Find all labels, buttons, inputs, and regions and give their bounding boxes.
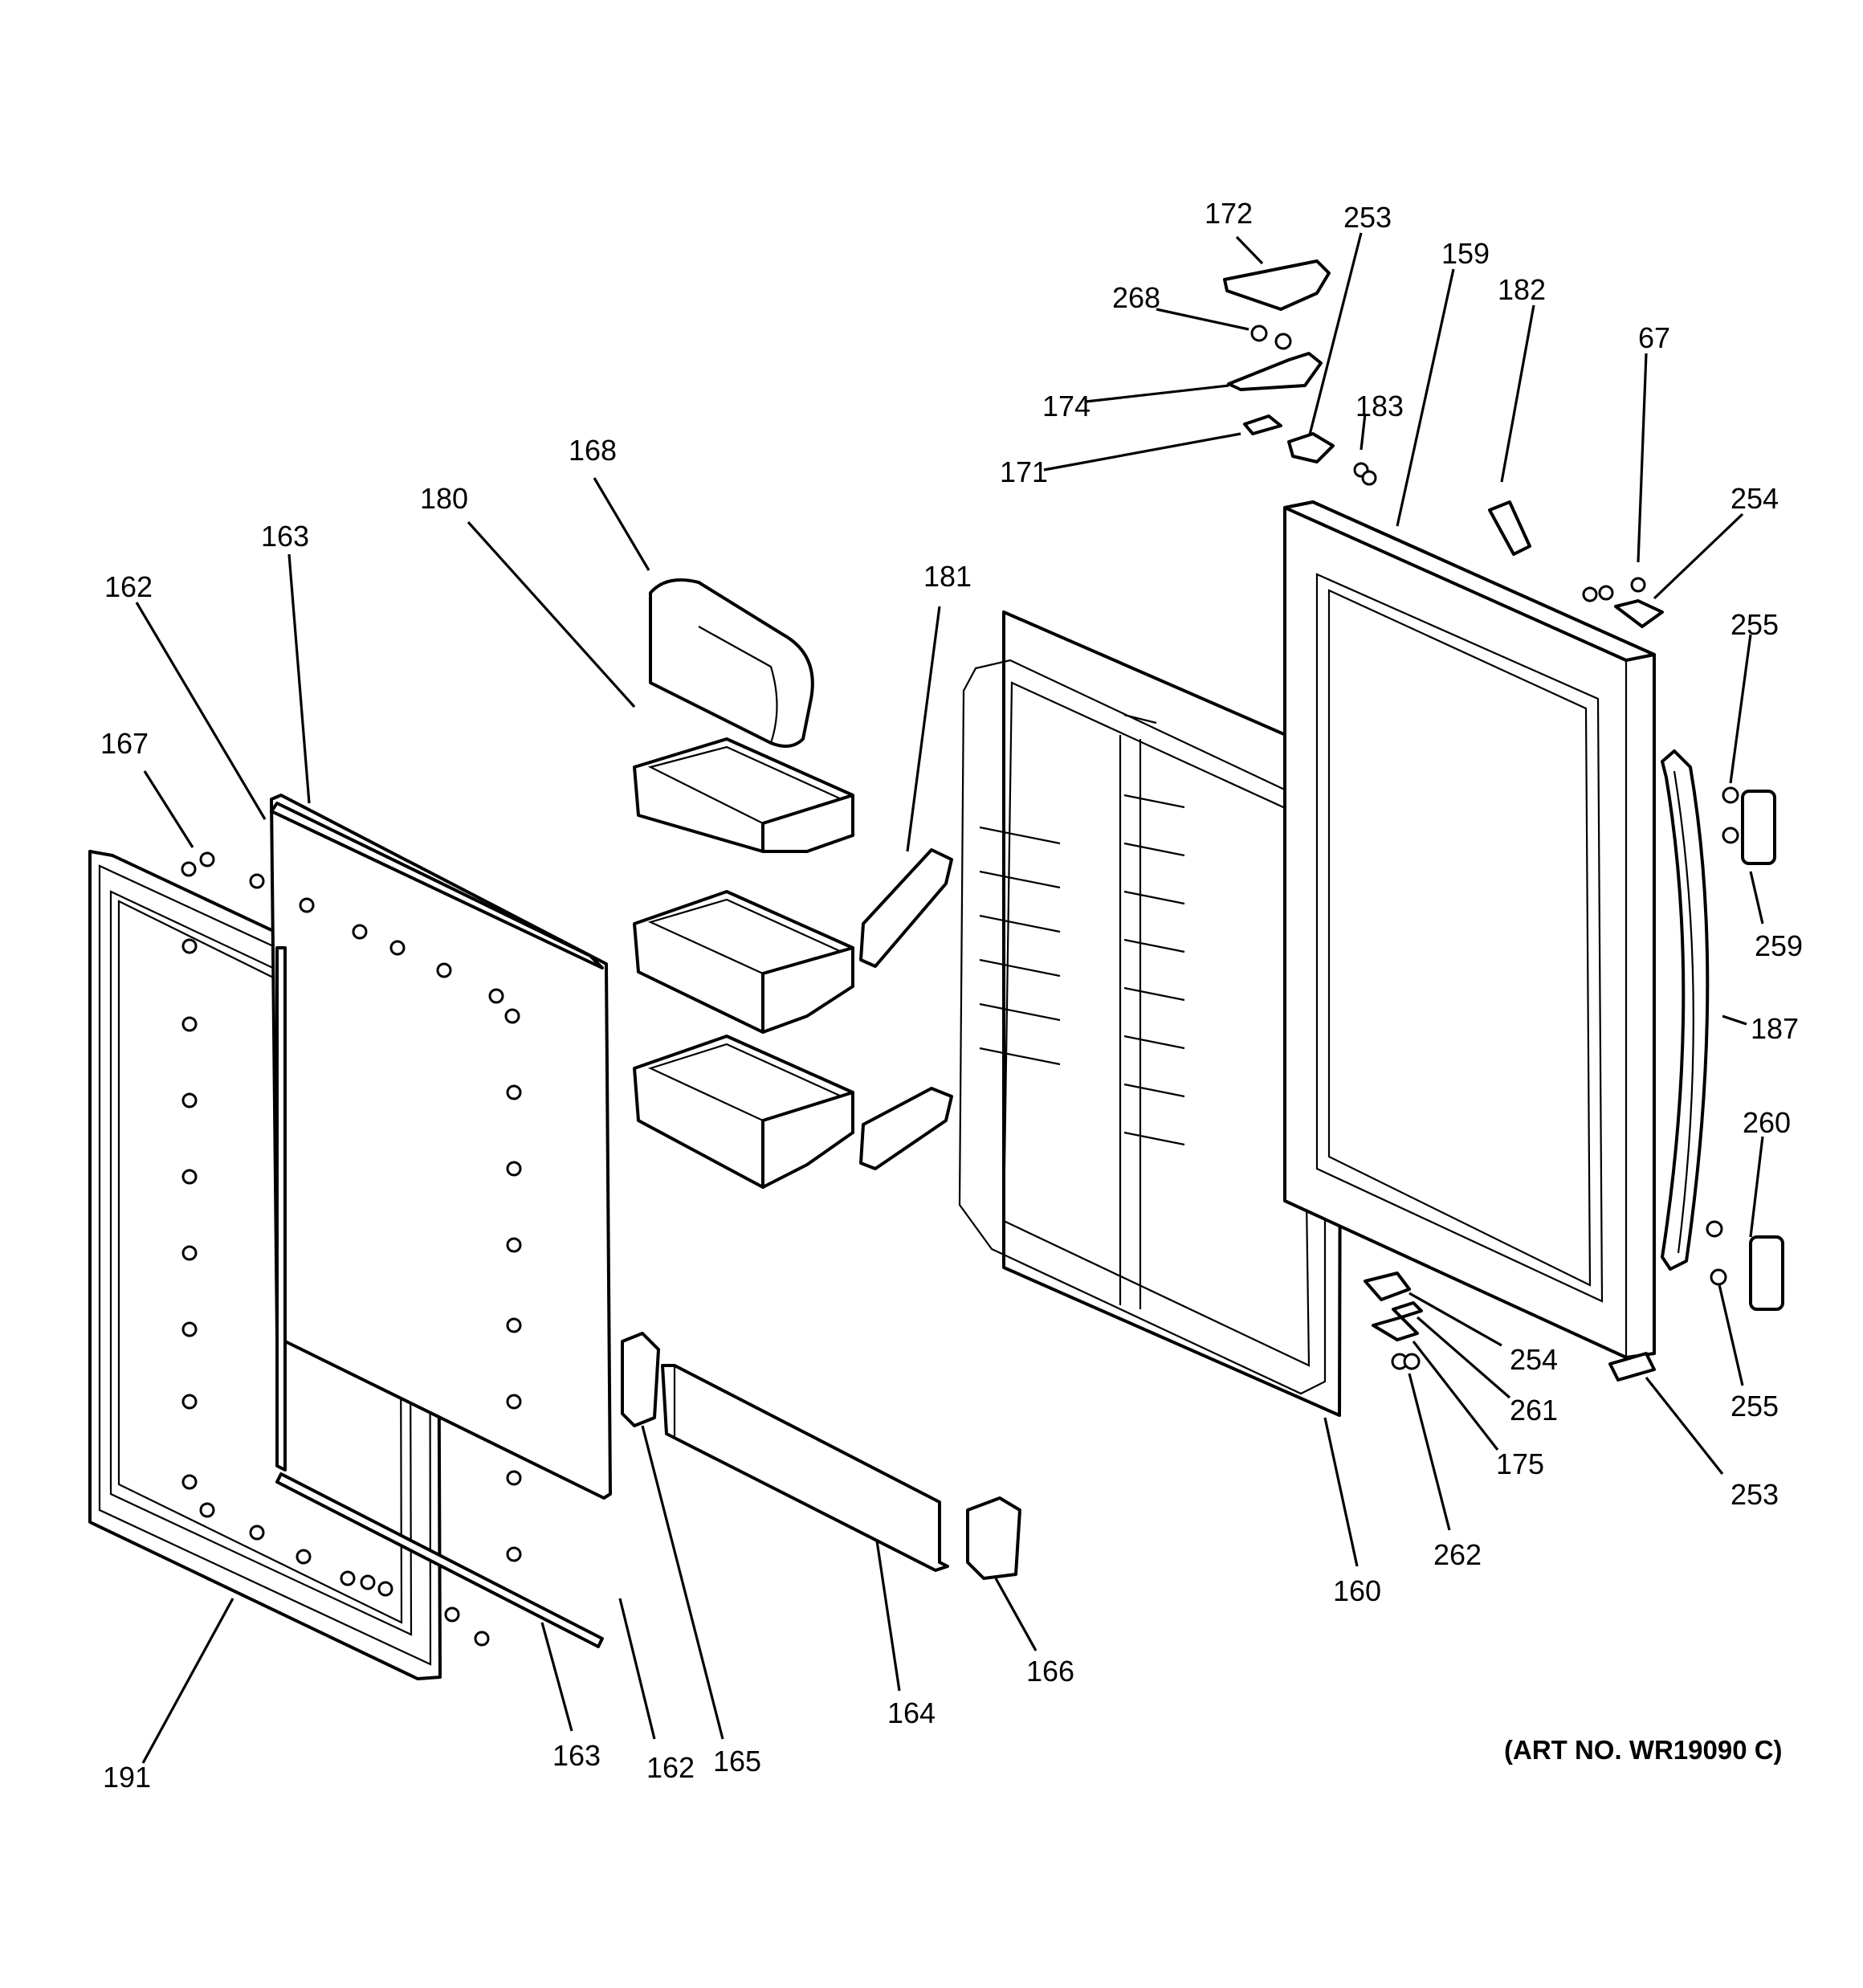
label-163-top: 163 <box>261 520 309 553</box>
label-168: 168 <box>569 434 617 467</box>
part-labels: 172 253 159 182 67 268 174 183 171 254 1… <box>100 197 1803 1794</box>
label-268: 268 <box>1112 281 1160 314</box>
outer-door-159 <box>1283 500 1656 1359</box>
label-254-top: 254 <box>1731 482 1779 515</box>
label-181: 181 <box>923 560 972 593</box>
label-255-top: 255 <box>1731 608 1779 641</box>
label-261: 261 <box>1510 1394 1558 1427</box>
label-183: 183 <box>1355 390 1404 423</box>
hinge-bottom <box>1364 1272 1656 1382</box>
end-caps-181 <box>859 848 953 1170</box>
label-175: 175 <box>1496 1447 1544 1480</box>
art-number: (ART NO. WR19090 C) <box>1504 1735 1783 1765</box>
label-259: 259 <box>1755 929 1803 962</box>
label-253-bot: 253 <box>1731 1478 1779 1511</box>
label-159: 159 <box>1441 237 1490 270</box>
handle-trims <box>1706 786 1784 1311</box>
label-254-bot: 254 <box>1510 1343 1558 1376</box>
label-180: 180 <box>420 482 468 515</box>
label-171: 171 <box>1000 455 1048 488</box>
label-187: 187 <box>1751 1012 1799 1045</box>
leader-lines <box>135 232 1764 1764</box>
label-253-top: 253 <box>1343 201 1392 234</box>
label-260: 260 <box>1743 1106 1791 1139</box>
handle-187 <box>1661 749 1710 1271</box>
door-liner-sheet-162 <box>270 794 612 1648</box>
label-162-bot: 162 <box>646 1751 695 1784</box>
label-255-bot: 255 <box>1731 1390 1779 1423</box>
label-182: 182 <box>1498 273 1546 306</box>
label-174: 174 <box>1042 390 1090 423</box>
label-163-bot: 163 <box>552 1739 601 1772</box>
screws-167 <box>181 851 522 1647</box>
label-167: 167 <box>100 727 149 760</box>
label-191: 191 <box>103 1761 151 1794</box>
label-162-top: 162 <box>104 570 153 603</box>
label-164: 164 <box>887 1696 936 1729</box>
bracket-166 <box>966 1496 1021 1580</box>
hinge-top <box>1223 259 1664 628</box>
label-172: 172 <box>1205 197 1253 230</box>
label-165: 165 <box>713 1745 761 1778</box>
bracket-165 <box>621 1332 660 1427</box>
label-262: 262 <box>1433 1538 1482 1571</box>
label-67: 67 <box>1638 321 1670 354</box>
door-bins-180 <box>633 737 854 1189</box>
bar-164 <box>661 1364 949 1572</box>
dairy-cover-168 <box>649 578 814 748</box>
inner-door-liner-160 <box>958 610 1343 1417</box>
label-160: 160 <box>1333 1574 1381 1607</box>
label-166: 166 <box>1026 1655 1074 1688</box>
